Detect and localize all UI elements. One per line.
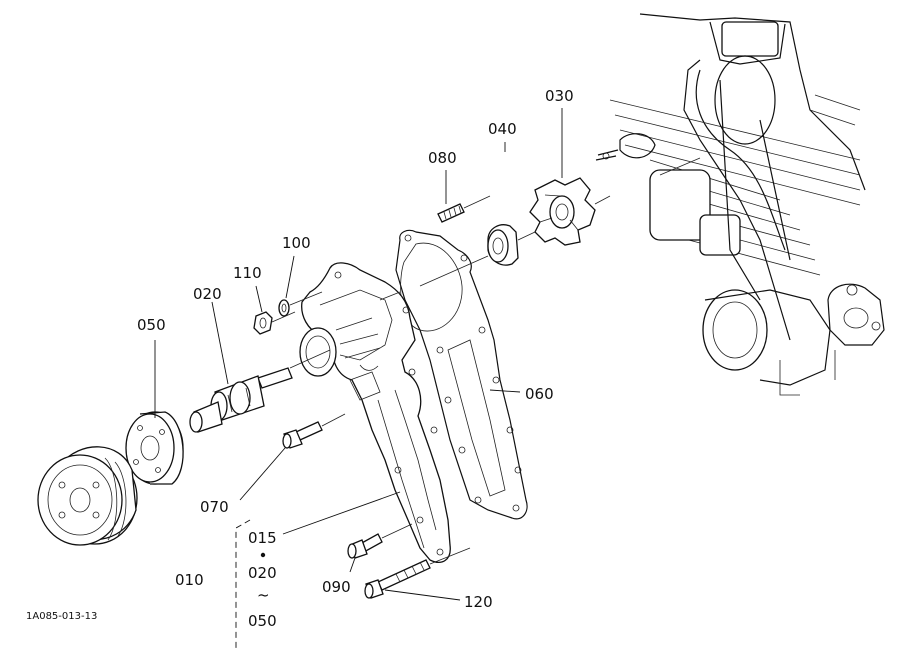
callout-020-range: 020 (248, 564, 277, 582)
callout-110: 110 (233, 264, 262, 282)
range-bullet (260, 552, 266, 558)
callout-080: 080 (428, 149, 457, 167)
bolt-070 (282, 421, 323, 449)
stud-bolt (437, 203, 465, 223)
callout-020: 020 (193, 285, 222, 303)
mechanical-seal (487, 224, 519, 266)
gasket (395, 229, 528, 520)
callout-090: 090 (322, 578, 351, 596)
callout-060: 060 (525, 385, 554, 403)
nut-110 (253, 311, 273, 335)
leader-lines (154, 108, 563, 648)
assembly-axis-lines (271, 157, 701, 565)
engine-block-outline (595, 13, 885, 396)
drawing-number: 1A085-013-13 (26, 611, 97, 622)
callout-040: 040 (488, 120, 517, 138)
pump-body (299, 262, 451, 563)
callout-010: 010 (175, 571, 204, 589)
callout-050: 050 (137, 316, 166, 334)
range-tilde: ~ (257, 586, 270, 604)
pulley-hub (125, 411, 184, 485)
callout-050-range: 050 (248, 612, 277, 630)
callout-labels: 030 040 080 100 110 020 050 060 070 015 … (26, 87, 574, 630)
callout-070: 070 (200, 498, 229, 516)
callout-120: 120 (464, 593, 493, 611)
fan-pulley (37, 446, 138, 546)
callout-100: 100 (282, 234, 311, 252)
lock-washer-100 (278, 299, 290, 317)
callout-030: 030 (545, 87, 574, 105)
bearing-shaft (189, 367, 293, 433)
bolt-120 (364, 559, 431, 599)
impeller (529, 177, 596, 246)
bolt-090 (347, 533, 383, 559)
callout-015: 015 (248, 529, 277, 547)
